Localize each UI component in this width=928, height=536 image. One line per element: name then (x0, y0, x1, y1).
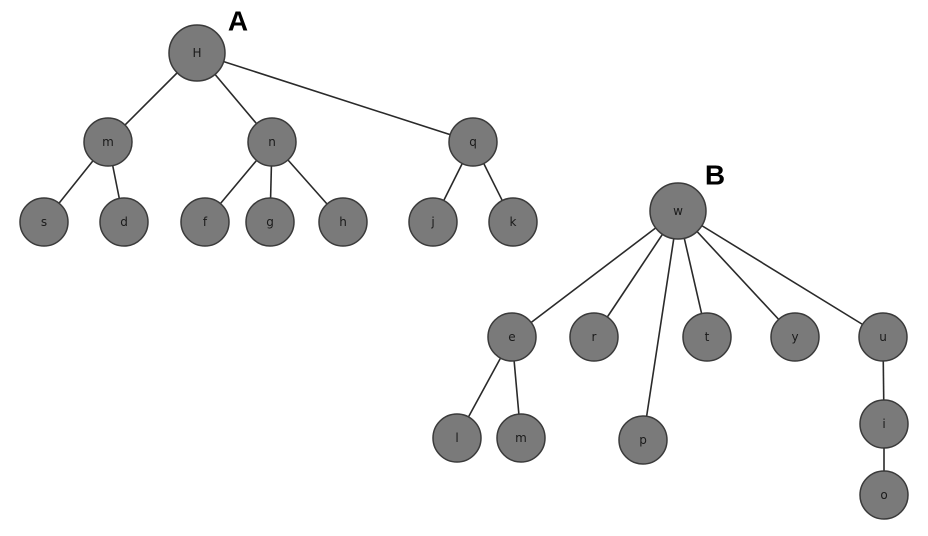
node-label: g (266, 215, 274, 229)
node-label: r (592, 330, 597, 344)
node-label: k (510, 215, 517, 229)
node-label: m (102, 135, 114, 149)
edge-b-w-e (511, 210, 679, 338)
node-label: m (515, 431, 527, 445)
node-a-k: k (488, 197, 538, 247)
node-circle (569, 312, 619, 362)
node-label: p (639, 433, 647, 447)
node-circle (180, 197, 230, 247)
node-b-e: e (487, 312, 537, 362)
node-label: i (882, 417, 885, 431)
edge-b-w-p (642, 210, 679, 441)
node-a-h: h (318, 197, 368, 247)
node-a-j: j (408, 197, 458, 247)
node-label: u (879, 330, 887, 344)
node-a-d: d (99, 197, 149, 247)
node-label: H (192, 46, 201, 60)
node-b-o: o (859, 470, 909, 520)
node-circle (488, 197, 538, 247)
node-label: l (455, 431, 458, 445)
node-a-q: q (448, 117, 498, 167)
node-label: j (430, 215, 434, 229)
node-circle (618, 415, 668, 465)
tree-label-b: B (705, 160, 725, 191)
node-circle (408, 197, 458, 247)
node-circle (432, 413, 482, 463)
node-circle (99, 197, 149, 247)
node-a-m: m (83, 117, 133, 167)
node-label: d (120, 215, 128, 229)
node-b-i: i (859, 399, 909, 449)
node-a-n: n (247, 117, 297, 167)
node-a-H: H (168, 24, 226, 82)
node-label: w (673, 204, 683, 218)
edge-b-w-u (677, 210, 884, 338)
node-circle (19, 197, 69, 247)
tree-label-a: A (228, 6, 248, 37)
node-circle (448, 117, 498, 167)
node-b-t: t (682, 312, 732, 362)
node-circle (318, 197, 368, 247)
node-label: s (41, 215, 47, 229)
node-circle (168, 24, 226, 82)
node-circle (496, 413, 546, 463)
node-b-l: l (432, 413, 482, 463)
node-circle (682, 312, 732, 362)
node-b-u: u (858, 312, 908, 362)
node-label: t (705, 330, 710, 344)
node-circle (859, 470, 909, 520)
node-label: e (508, 330, 515, 344)
nodes-layer: Hm n q s d f g h j k w e r t y u l m p i o (19, 24, 909, 520)
node-circle (247, 117, 297, 167)
node-label: o (880, 488, 887, 502)
node-a-s: s (19, 197, 69, 247)
edge-a-H-q (196, 52, 474, 143)
tree-labels-layer: A B (228, 6, 725, 191)
node-b-p: p (618, 415, 668, 465)
node-b-w: w (649, 182, 707, 240)
node-label: n (268, 135, 276, 149)
node-label: f (203, 215, 208, 229)
node-label: q (469, 135, 477, 149)
node-circle (858, 312, 908, 362)
node-circle (83, 117, 133, 167)
node-b-m2: m (496, 413, 546, 463)
node-label: y (791, 330, 798, 344)
node-circle (487, 312, 537, 362)
node-circle (649, 182, 707, 240)
node-circle (859, 399, 909, 449)
node-circle (245, 197, 295, 247)
node-a-g: g (245, 197, 295, 247)
node-b-r: r (569, 312, 619, 362)
node-circle (770, 312, 820, 362)
node-b-y: y (770, 312, 820, 362)
node-label: h (339, 215, 347, 229)
node-a-f: f (180, 197, 230, 247)
